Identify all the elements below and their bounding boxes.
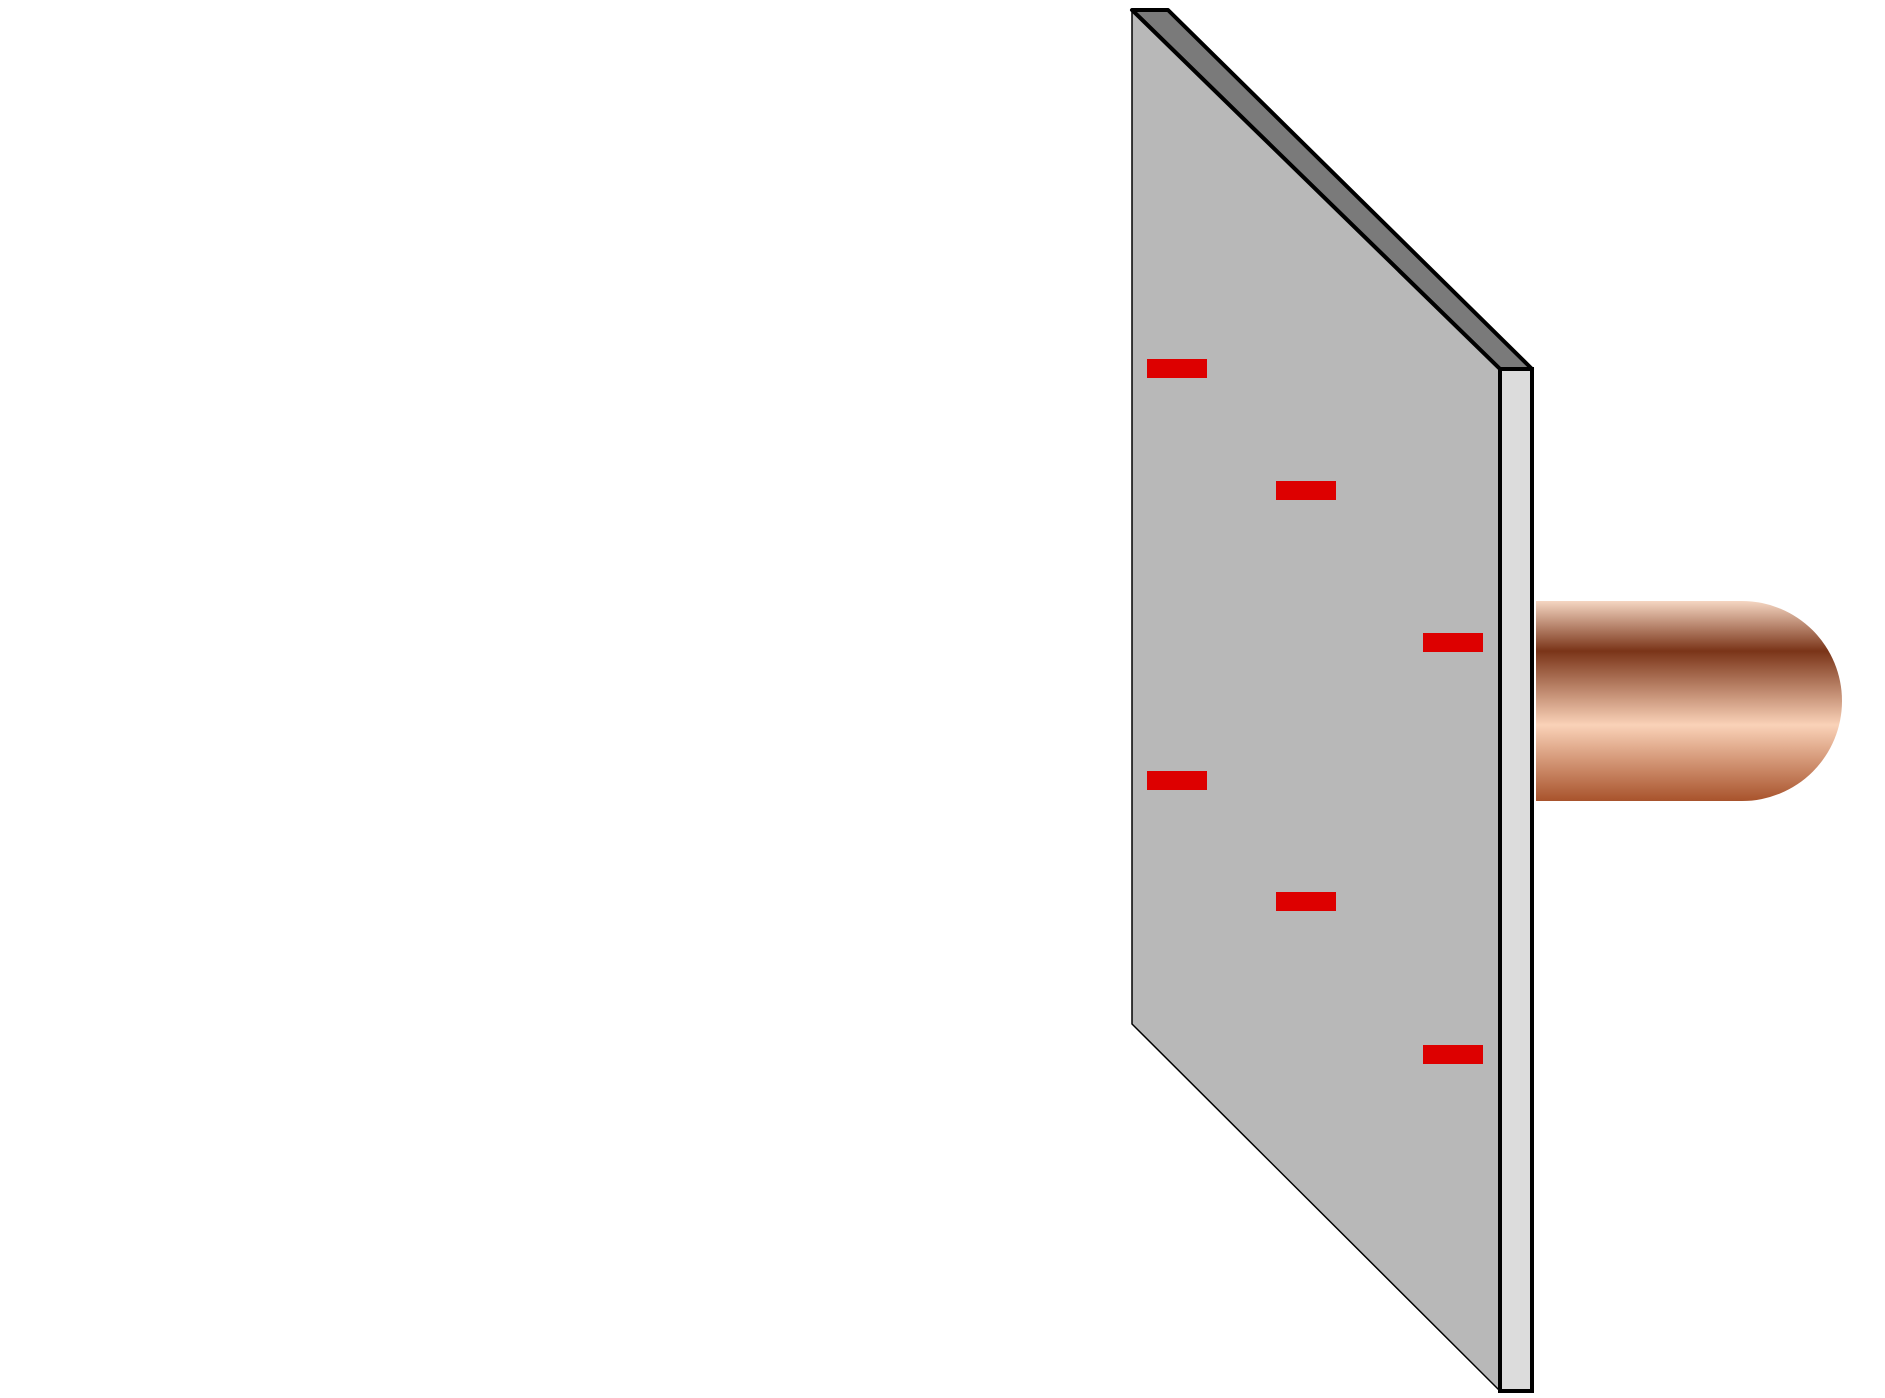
negative-charge	[1276, 481, 1336, 500]
plate-face	[1131, 8, 1501, 1393]
negative-charge	[1423, 1045, 1483, 1064]
negative-charge	[1147, 359, 1207, 378]
plate-side-edge	[1498, 367, 1534, 1393]
negative-charge	[1276, 892, 1336, 911]
plate-face-top-line	[1130, 8, 1502, 371]
negative-charge	[1147, 771, 1207, 790]
negative-charge	[1423, 633, 1483, 652]
copper-rod	[1536, 601, 1842, 801]
